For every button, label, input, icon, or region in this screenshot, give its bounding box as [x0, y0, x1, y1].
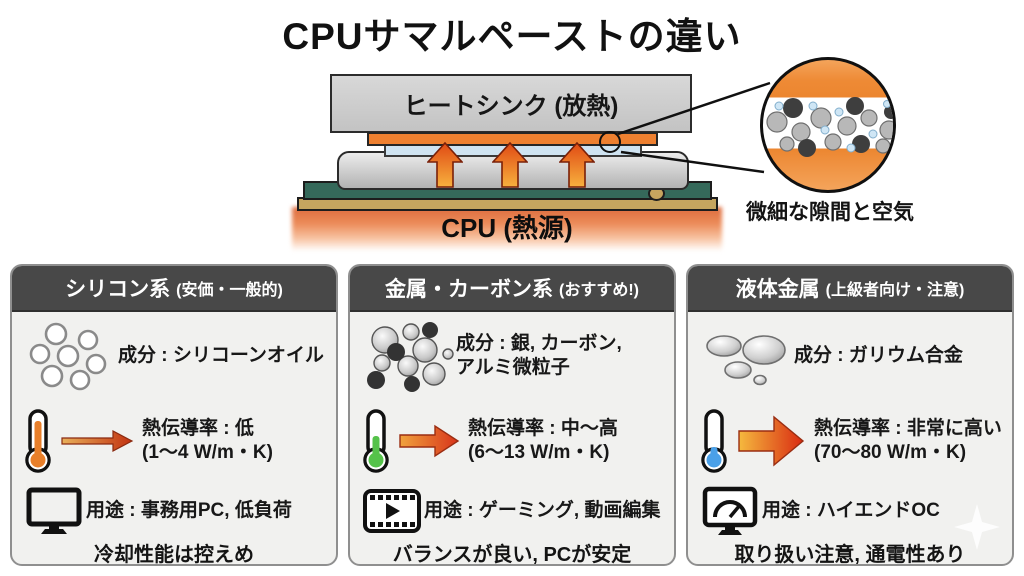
conductivity-row: 熱伝導率 : 低 (1〜4 W/m・K)	[22, 398, 326, 484]
card-note: バランスが良い, PCが安定	[392, 544, 632, 566]
header-main-label: 液体金属	[735, 278, 820, 301]
component-row: 成分 : 銀, カーボン, アルミ微粒子	[360, 314, 664, 398]
card-body: 成分 : 銀, カーボン, アルミ微粒子	[350, 312, 674, 566]
card-header: シリコン系 (安価・一般的)	[12, 266, 336, 312]
card-silicone: シリコン系 (安価・一般的) 成分 : シリコーンオイル	[10, 264, 338, 566]
paste-particles-illustration	[766, 97, 893, 157]
conductivity-label: 熱伝導率 : 中〜高 (6〜13 W/m・K)	[468, 417, 618, 463]
cpu-label: CPU (熱源)	[441, 213, 573, 243]
card-body: 成分 : シリコーンオイル	[12, 312, 336, 566]
header-sub-label: (上級者向け・注意)	[825, 282, 965, 299]
header-sub-label: (おすすめ!)	[559, 282, 639, 299]
thermometer-icon	[360, 409, 392, 473]
gauge-monitor-icon	[698, 486, 762, 536]
card-note: 冷却性能は控えめ	[94, 544, 254, 566]
conductivity-row: 熱伝導率 : 非常に高い (70〜80 W/m・K)	[698, 398, 1002, 484]
zoom-source-circle	[599, 131, 621, 153]
usage-label: 用途 : ハイエンドOC	[762, 499, 940, 521]
card-metal-carbon: 金属・カーボン系 (おすすめ!)	[348, 264, 676, 566]
oil-droplets-icon	[22, 320, 118, 392]
paste-type-cards: シリコン系 (安価・一般的) 成分 : シリコーンオイル	[10, 264, 1014, 566]
conductivity-label: 熱伝導率 : 低 (1〜4 W/m・K)	[142, 417, 273, 463]
card-header: 液体金属 (上級者向け・注意)	[688, 266, 1012, 312]
zoom-detail-circle	[760, 57, 896, 193]
usage-label: 用途 : 事務用PC, 低負荷	[86, 499, 292, 521]
conductivity-arrow-icon	[398, 423, 460, 459]
metal-particles-icon	[360, 320, 456, 392]
heat-glow	[292, 207, 722, 251]
conductivity-arrow-icon	[736, 414, 806, 468]
component-label: 成分 : ガリウム合金	[794, 344, 963, 366]
component-label: 成分 : 銀, カーボン, アルミ微粒子	[456, 332, 622, 378]
usage-label: 用途 : ゲーミング, 動画編集	[424, 499, 661, 521]
card-body: 成分 : ガリウム合金	[688, 312, 1012, 566]
usage-row: 用途 : 事務用PC, 低負荷	[22, 484, 326, 538]
detail-caption: 微細な隙間と空気	[746, 201, 914, 224]
heatsink-label: ヒートシンク (放熱)	[403, 93, 619, 120]
conductivity-row: 熱伝導率 : 中〜高 (6〜13 W/m・K)	[360, 398, 664, 484]
header-main-label: シリコン系	[65, 278, 171, 301]
component-row: 成分 : シリコーンオイル	[22, 314, 326, 398]
conductivity-arrow-icon	[60, 429, 134, 453]
thermometer-icon	[22, 409, 54, 473]
component-label: 成分 : シリコーンオイル	[118, 344, 324, 366]
heatsink: ヒートシンク (放熱)	[330, 74, 692, 133]
page-title: CPUサマルペーストの違い	[282, 16, 742, 57]
monitor-icon	[22, 487, 86, 535]
card-liquid-metal: 液体金属 (上級者向け・注意)	[686, 264, 1014, 566]
usage-row: 用途 : ハイエンドOC	[698, 484, 1002, 538]
conductivity-label: 熱伝導率 : 非常に高い (70〜80 W/m・K)	[814, 417, 1002, 463]
usage-row: 用途 : ゲーミング, 動画編集	[360, 484, 664, 538]
thermometer-icon	[698, 409, 730, 473]
card-header: 金属・カーボン系 (おすすめ!)	[350, 266, 674, 312]
film-play-icon	[360, 489, 424, 533]
component-row: 成分 : ガリウム合金	[698, 314, 1002, 398]
card-note: 取り扱い注意, 通電性あり	[734, 544, 966, 566]
header-main-label: 金属・カーボン系	[385, 278, 553, 301]
header-sub-label: (安価・一般的)	[176, 282, 283, 299]
liquid-metal-drops-icon	[698, 320, 794, 392]
